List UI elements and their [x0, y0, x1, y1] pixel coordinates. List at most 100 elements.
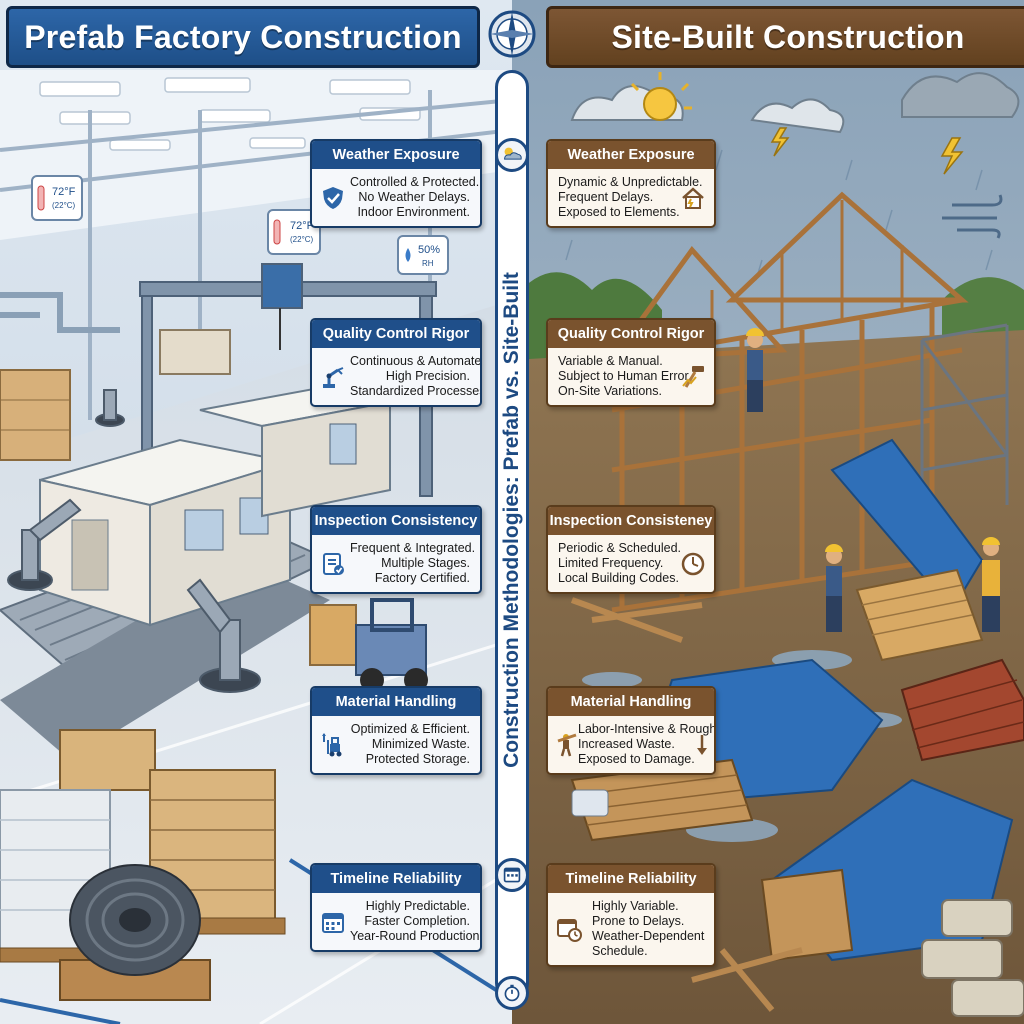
- stopwatch-icon: [495, 976, 529, 1010]
- card-line: Schedule.: [592, 944, 648, 958]
- svg-text:RH: RH: [422, 259, 434, 268]
- card-header: Quality Control Rigor: [548, 320, 714, 348]
- card-line: Labor-Intensive & Rough.: [578, 722, 716, 736]
- card-header: Weather Exposure: [312, 141, 480, 169]
- construction-worker-roof: [746, 328, 764, 412]
- blue-tarp: [830, 438, 984, 612]
- infographic-title: Construction Methodologies: Prefab vs. S…: [500, 272, 523, 768]
- lumber-under-tarp: [760, 868, 854, 962]
- card-header: Inspection Consistency: [312, 507, 480, 535]
- card-line: Indoor Environment.: [357, 205, 470, 219]
- card-line: Limited Frequency.: [558, 556, 664, 570]
- site-built-panel: Site-Built Construction Weather Exposure…: [512, 0, 1024, 1024]
- card-header: Material Handling: [548, 688, 714, 716]
- robot-arm: [7, 389, 261, 693]
- card-line: Optimized & Efficient.: [350, 722, 470, 736]
- sun-cloud-icon: [495, 138, 529, 172]
- card-line: Standardized Processes.: [350, 384, 482, 398]
- card-line: Prone to Delays.: [592, 914, 685, 928]
- compass-icon: [488, 10, 536, 58]
- sun: [630, 72, 692, 121]
- card-line: Highly Variable.: [592, 899, 679, 913]
- spine-bar: [495, 70, 529, 1000]
- calendar-clock-icon: [557, 919, 582, 942]
- house-storm-icon: [682, 186, 704, 209]
- card-header: Material Handling: [312, 688, 480, 716]
- card-line: Increased Waste.: [578, 737, 675, 751]
- prefab-card-quality-control: Quality Control Rigor Continuous & Autom…: [310, 318, 482, 407]
- card-line: Factory Certified.: [374, 571, 470, 585]
- site-card-quality-control: Quality Control Rigor Variable & Manual.…: [546, 318, 716, 407]
- prefab-title: Prefab Factory Construction: [24, 18, 462, 55]
- site-card-inspection-consistency: Inspection Consisteney Periodic & Schedu…: [546, 505, 716, 594]
- card-line: Multiple Stages.: [381, 556, 470, 570]
- storm-clouds: [570, 72, 1020, 134]
- cable-coil: [59, 864, 211, 1001]
- scattered-planks: [570, 597, 803, 1012]
- lightning-bolts: [770, 127, 964, 175]
- card-line: Frequent & Integrated.: [350, 541, 476, 555]
- card-line: On-Site Variations.: [558, 384, 662, 398]
- lumber-stack: [855, 568, 984, 662]
- svg-text:72°F: 72°F: [52, 186, 76, 198]
- card-line: Periodic & Scheduled.: [558, 541, 681, 555]
- debris-box: [571, 789, 609, 817]
- checklist-icon: [323, 552, 344, 575]
- card-header: Quality Control Rigor: [312, 320, 480, 348]
- card-line: Controlled & Protected.: [350, 175, 480, 189]
- card-line: Protected Storage.: [365, 752, 470, 766]
- material-pallets: [0, 329, 231, 461]
- site-scene-illustration: [512, 0, 1024, 1024]
- thermostat-sign: 72°F (22°C): [31, 175, 83, 221]
- card-line: Minimized Waste.: [371, 737, 470, 751]
- brick-pile: [900, 658, 1024, 762]
- card-line: Year-Round Production.: [350, 929, 482, 943]
- prefab-module: [39, 438, 291, 627]
- card-line: High Precision.: [385, 369, 470, 383]
- card-line: Variable & Manual.: [558, 354, 663, 368]
- clock-icon: [681, 552, 705, 575]
- prefab-card-timeline-reliability: Timeline Reliability Highly Predictable.…: [310, 863, 482, 952]
- robot-arm-icon: [323, 366, 344, 388]
- arrow-down-icon: [697, 734, 707, 755]
- humidity-sign: 50% RH: [397, 235, 449, 275]
- card-line: Faster Completion.: [364, 914, 470, 928]
- comparison-spine: Construction Methodologies: Prefab vs. S…: [486, 0, 538, 1024]
- card-line: Weather-Dependent: [592, 929, 705, 943]
- worker-carry-icon: [557, 733, 577, 756]
- card-line: Highly Predictable.: [365, 899, 470, 913]
- forklift: [309, 598, 428, 692]
- card-header: Timeline Reliability: [312, 865, 480, 893]
- card-line: Frequent Delays.: [558, 190, 654, 204]
- calendar-icon: [495, 858, 529, 892]
- svg-text:72°F: 72°F: [290, 220, 314, 232]
- calendar-icon: [322, 912, 344, 933]
- site-built-title: Site-Built Construction: [611, 18, 965, 55]
- site-card-timeline-reliability: Timeline Reliability Highly Variable. Pr…: [546, 863, 716, 967]
- site-card-material-handling: Material Handling Labor-Intensive & Roug…: [546, 686, 716, 775]
- card-line: Subject to Human Error.: [558, 369, 692, 383]
- card-line: Exposed to Elements.: [558, 205, 680, 219]
- hammer-icon: [682, 365, 704, 388]
- prefab-title-banner: Prefab Factory Construction: [6, 6, 480, 68]
- cement-bags: [921, 899, 1024, 1017]
- card-header: Timeline Reliability: [548, 865, 714, 893]
- prefab-factory-panel: 72°F (22°C) 72°F (22°C) 50% RH: [0, 0, 512, 1024]
- card-line: Dynamic & Unpredictable.: [558, 175, 703, 189]
- card-line: No Weather Delays.: [358, 190, 470, 204]
- thermostat-sign-2: 72°F (22°C): [267, 209, 321, 255]
- site-built-title-banner: Site-Built Construction: [546, 6, 1024, 68]
- card-line: Exposed to Damage.: [578, 752, 695, 766]
- card-line: Continuous & Automated.: [350, 354, 482, 368]
- svg-text:(22°C): (22°C): [290, 235, 314, 244]
- card-header: Weather Exposure: [548, 141, 714, 169]
- card-header: Inspection Consisteney: [548, 507, 714, 535]
- construction-worker-tarp: [825, 537, 1000, 632]
- forklift-icon: [322, 732, 342, 756]
- svg-text:50%: 50%: [418, 244, 440, 256]
- site-card-weather-exposure: Weather Exposure Dynamic & Unpredictable…: [546, 139, 716, 228]
- card-line: Local Building Codes.: [558, 571, 679, 585]
- prefab-card-material-handling: Material Handling Optimized & Efficient.…: [310, 686, 482, 775]
- prefab-card-weather-exposure: Weather Exposure Controlled & Protected.…: [310, 139, 482, 228]
- prefab-card-inspection-consistency: Inspection Consistency Frequent & Integr…: [310, 505, 482, 594]
